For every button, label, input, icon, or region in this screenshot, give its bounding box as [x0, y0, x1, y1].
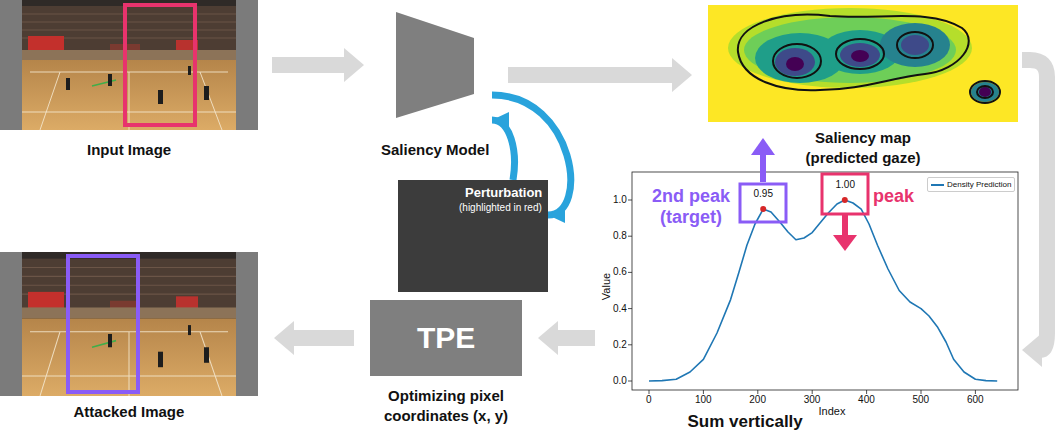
axis-tick: 0.0: [613, 375, 627, 387]
block-arrow: [508, 58, 692, 92]
peak-annotation: 2nd peak (target): [646, 186, 736, 228]
block-arrow: [274, 321, 354, 355]
panel-caption: Sum vertically: [688, 412, 803, 432]
axis-tick: 200: [749, 394, 766, 406]
box-title: Perturbation: [465, 185, 542, 201]
flow-connector: [274, 321, 354, 355]
block-caption: Saliency Model: [381, 140, 489, 160]
legend-line-sample: [931, 184, 944, 186]
saliency-model-block: Saliency Model: [378, 10, 492, 162]
legend-box: Density Prediction: [927, 177, 1015, 192]
axis-tick: 600: [967, 394, 984, 406]
trapezoid-shape: [396, 10, 474, 118]
axis-tick: 0.2: [613, 339, 627, 351]
box-note: (highlighted in red): [459, 201, 542, 214]
axis-tick: 1.0: [613, 194, 627, 206]
axis-title: Value: [600, 272, 613, 299]
flow-connector: [272, 48, 364, 82]
axis-tick: 500: [913, 394, 930, 406]
tpe-block: TPEOptimizing pixel coordinates (x, y): [370, 300, 522, 432]
curved-block-arrow: [1022, 60, 1047, 350]
flow-connector: [508, 58, 692, 92]
axis-tick: 300: [804, 394, 821, 406]
axis-tick: 100: [695, 394, 712, 406]
axis-tick: 0.8: [613, 230, 627, 242]
curved-block-arrow-head: [1022, 333, 1042, 367]
axis-title: Index: [819, 405, 846, 418]
input-image-panel: Input Image: [0, 0, 258, 165]
block-arrow: [272, 48, 364, 82]
block-title: TPE: [417, 321, 475, 355]
panel-caption: Input Image: [87, 140, 171, 160]
trapezoid-outline: [396, 12, 474, 118]
cycle-arrow: [492, 120, 514, 180]
panel-caption: Attacked Image: [74, 402, 185, 422]
flow-connector: [492, 120, 514, 180]
axis-tick: 0.6: [613, 266, 627, 278]
attacked-image-panel: Attacked Image: [0, 252, 258, 424]
axis-tick: 0.4: [613, 303, 627, 315]
legend-row: Density Prediction: [931, 179, 1011, 190]
flow-connector: [1022, 60, 1047, 367]
flow-connector: [538, 321, 595, 355]
peak-value: 0.95: [754, 188, 773, 200]
block-caption: Optimizing pixel coordinates (x, y): [361, 386, 531, 426]
peak-annotation: peak: [873, 186, 914, 207]
peak-value: 1.00: [836, 179, 855, 191]
legend-text: Density Prediction: [947, 179, 1011, 190]
saliency-map-panel: Saliency map (predicted gaze): [708, 5, 1018, 168]
panel-caption: Saliency map (predicted gaze): [793, 128, 933, 168]
block-arrow: [538, 321, 595, 355]
axis-tick: 400: [858, 394, 875, 406]
perturbation-box: Perturbation(highlighted in red): [398, 180, 548, 292]
axis-tick: 0: [646, 394, 652, 406]
